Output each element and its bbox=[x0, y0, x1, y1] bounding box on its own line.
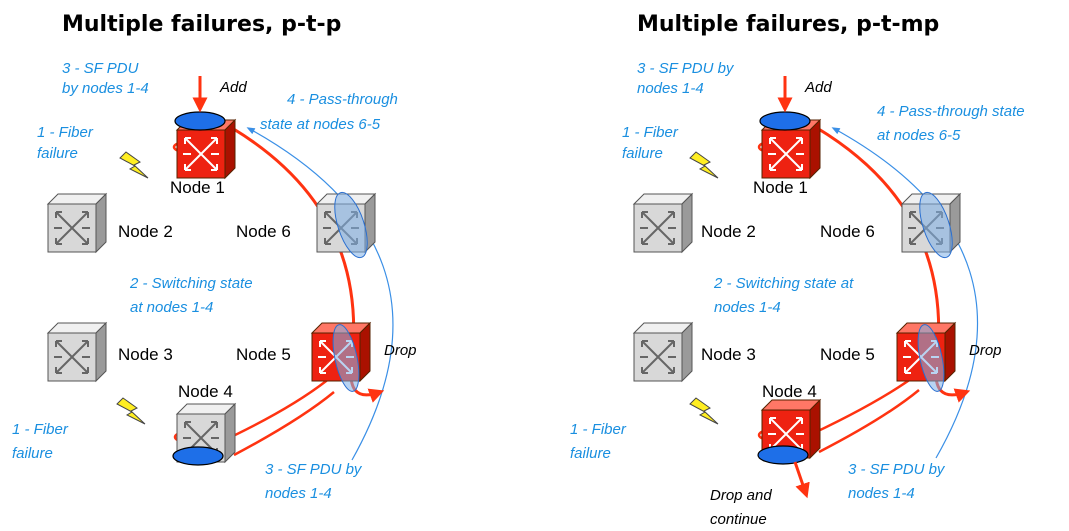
drop-ellipse-node4 bbox=[757, 445, 809, 465]
drop-continue-arrow bbox=[793, 461, 810, 499]
add-label: Add bbox=[804, 79, 832, 96]
protection-path bbox=[231, 126, 385, 403]
pass-through-annotation: 4 - Pass-through state at nodes 6-5 bbox=[877, 103, 1029, 144]
pass-through-annotation: 4 - Pass-through state at nodes 6-5 bbox=[260, 91, 402, 133]
node-2-switch-icon bbox=[633, 193, 693, 253]
pass-through-path bbox=[831, 127, 979, 459]
node-4-label: Node 4 bbox=[762, 382, 817, 401]
switching-state-annotation: 2 - Switching state at nodes 1-4 bbox=[129, 275, 257, 316]
node-3-label: Node 3 bbox=[701, 345, 756, 364]
pass-through-ellipse-node6 bbox=[334, 191, 368, 259]
add-ellipse bbox=[759, 111, 811, 131]
panel-p-t-p: Multiple failures, p-t-p Node 1 Node 2 N… bbox=[12, 12, 417, 502]
node-1-label: Node 1 bbox=[170, 178, 225, 197]
node-5-label: Node 5 bbox=[236, 345, 291, 364]
sf-pdu-annotation: 3 - SF PDU by nodes 1-4 bbox=[848, 461, 949, 502]
node-2-switch-icon bbox=[47, 193, 107, 253]
fiber-failure-bolt-icon bbox=[689, 397, 719, 425]
drop-label: Drop bbox=[969, 342, 1002, 359]
pass-through-ellipse-node5 bbox=[332, 324, 360, 392]
switching-state-annotation: 2 - Switching state at nodes 1-4 bbox=[713, 275, 857, 316]
panel-p-t-mp: Multiple failures, p-t-mp Node 1 Node 2 … bbox=[570, 12, 1029, 528]
fiber-failure-bolt-icon bbox=[116, 397, 146, 425]
panel-title: Multiple failures, p-t-mp bbox=[637, 12, 939, 37]
panel-title: Multiple failures, p-t-p bbox=[62, 12, 341, 37]
add-label: Add bbox=[219, 79, 247, 96]
fiber-failure-annotation: 1 - Fiber failure bbox=[37, 124, 97, 162]
drop-ellipse-node4 bbox=[172, 446, 224, 466]
switching-loop-node4 bbox=[818, 389, 920, 454]
switching-loop-node4 bbox=[233, 391, 335, 457]
fiber-failure-annotation: 1 - Fiber failure bbox=[12, 421, 72, 462]
pass-through-ellipse-node5 bbox=[917, 324, 945, 392]
fiber-failure-annotation: 1 - Fiber failure bbox=[622, 124, 682, 162]
node-6-label: Node 6 bbox=[820, 222, 875, 241]
pass-through-path bbox=[246, 127, 394, 461]
protection-path bbox=[816, 126, 971, 403]
drop-label: Drop bbox=[384, 342, 417, 359]
fiber-failure-annotation: 1 - Fiber failure bbox=[570, 421, 630, 462]
drop-and-continue-label: Drop and continue bbox=[710, 487, 776, 528]
fiber-failure-bolt-icon bbox=[689, 151, 719, 179]
sf-pdu-annotation: 3 - SF PDU by nodes 1-4 bbox=[62, 60, 149, 97]
node-4-label: Node 4 bbox=[178, 382, 233, 401]
fiber-failure-bolt-icon bbox=[119, 151, 149, 179]
node-3-switch-icon bbox=[47, 322, 107, 382]
node-2-label: Node 2 bbox=[701, 222, 756, 241]
node-1-label: Node 1 bbox=[753, 178, 808, 197]
add-ellipse bbox=[174, 111, 226, 131]
node-3-label: Node 3 bbox=[118, 345, 173, 364]
node-2-label: Node 2 bbox=[118, 222, 173, 241]
sf-pdu-annotation: 3 - SF PDU by nodes 1-4 bbox=[637, 60, 738, 97]
pass-through-ellipse-node6 bbox=[919, 191, 953, 259]
sf-pdu-annotation: 3 - SF PDU by nodes 1-4 bbox=[265, 461, 366, 502]
node-6-label: Node 6 bbox=[236, 222, 291, 241]
node-3-switch-icon bbox=[633, 322, 693, 382]
node-5-label: Node 5 bbox=[820, 345, 875, 364]
